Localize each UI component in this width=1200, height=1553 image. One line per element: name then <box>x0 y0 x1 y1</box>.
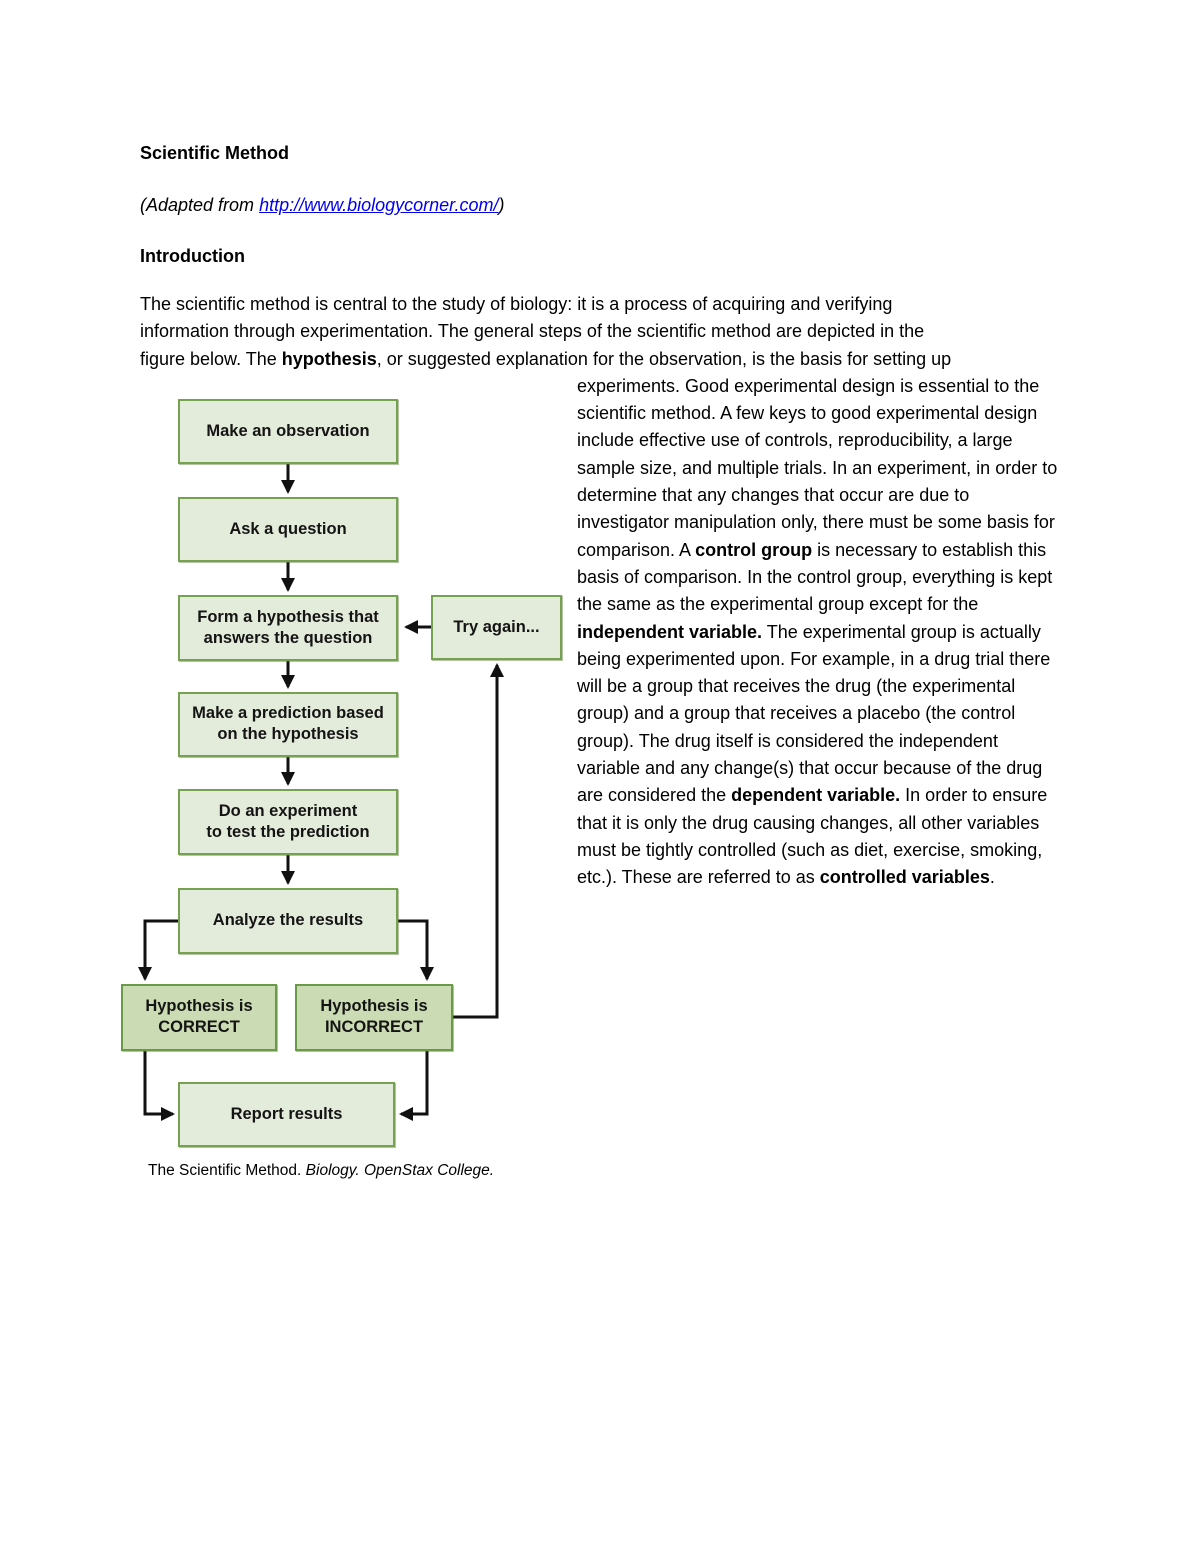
scientific-method-flowchart: Make an observation Ask a question Form … <box>115 376 563 1198</box>
flowchart-node-make-observation: Make an observation <box>178 398 398 464</box>
flowchart-node-report-results: Report results <box>178 1081 395 1147</box>
document-content: Scientific Method (Adapted from http://w… <box>121 143 1065 1179</box>
flowchart-node-make-prediction: Make a prediction based on the hypothesi… <box>178 691 398 757</box>
flowchart-node-analyze-results: Analyze the results <box>178 887 398 954</box>
intro-paragraph-wrap: experiments. Good experimental design is… <box>577 375 1058 888</box>
flowchart-node-do-experiment: Do an experiment to test the prediction <box>178 788 398 855</box>
intro-flow-section: Make an observation Ask a question Form … <box>121 373 1065 1179</box>
flowchart-node-hypothesis-incorrect: Hypothesis is INCORRECT <box>295 983 453 1051</box>
intro-paragraph-lead: The scientific method is central to the … <box>140 294 952 369</box>
adapted-from-line: (Adapted from http://www.biologycorner.c… <box>140 195 505 215</box>
source-hyperlink[interactable]: http://www.biologycorner.com/ <box>259 195 499 215</box>
flowchart-node-try-again: Try again... <box>431 594 562 660</box>
flowchart-node-hypothesis-correct: Hypothesis is CORRECT <box>121 983 277 1051</box>
page-title: Scientific Method <box>140 143 290 163</box>
flowchart-node-form-hypothesis: Form a hypothesis that answers the quest… <box>178 594 398 661</box>
flowchart-node-ask-question: Ask a question <box>178 496 398 562</box>
figure-caption: The Scientific Method. Biology. OpenStax… <box>148 1161 495 1179</box>
section-heading-introduction: Introduction <box>140 246 245 266</box>
flowchart-arrows <box>138 463 504 1121</box>
